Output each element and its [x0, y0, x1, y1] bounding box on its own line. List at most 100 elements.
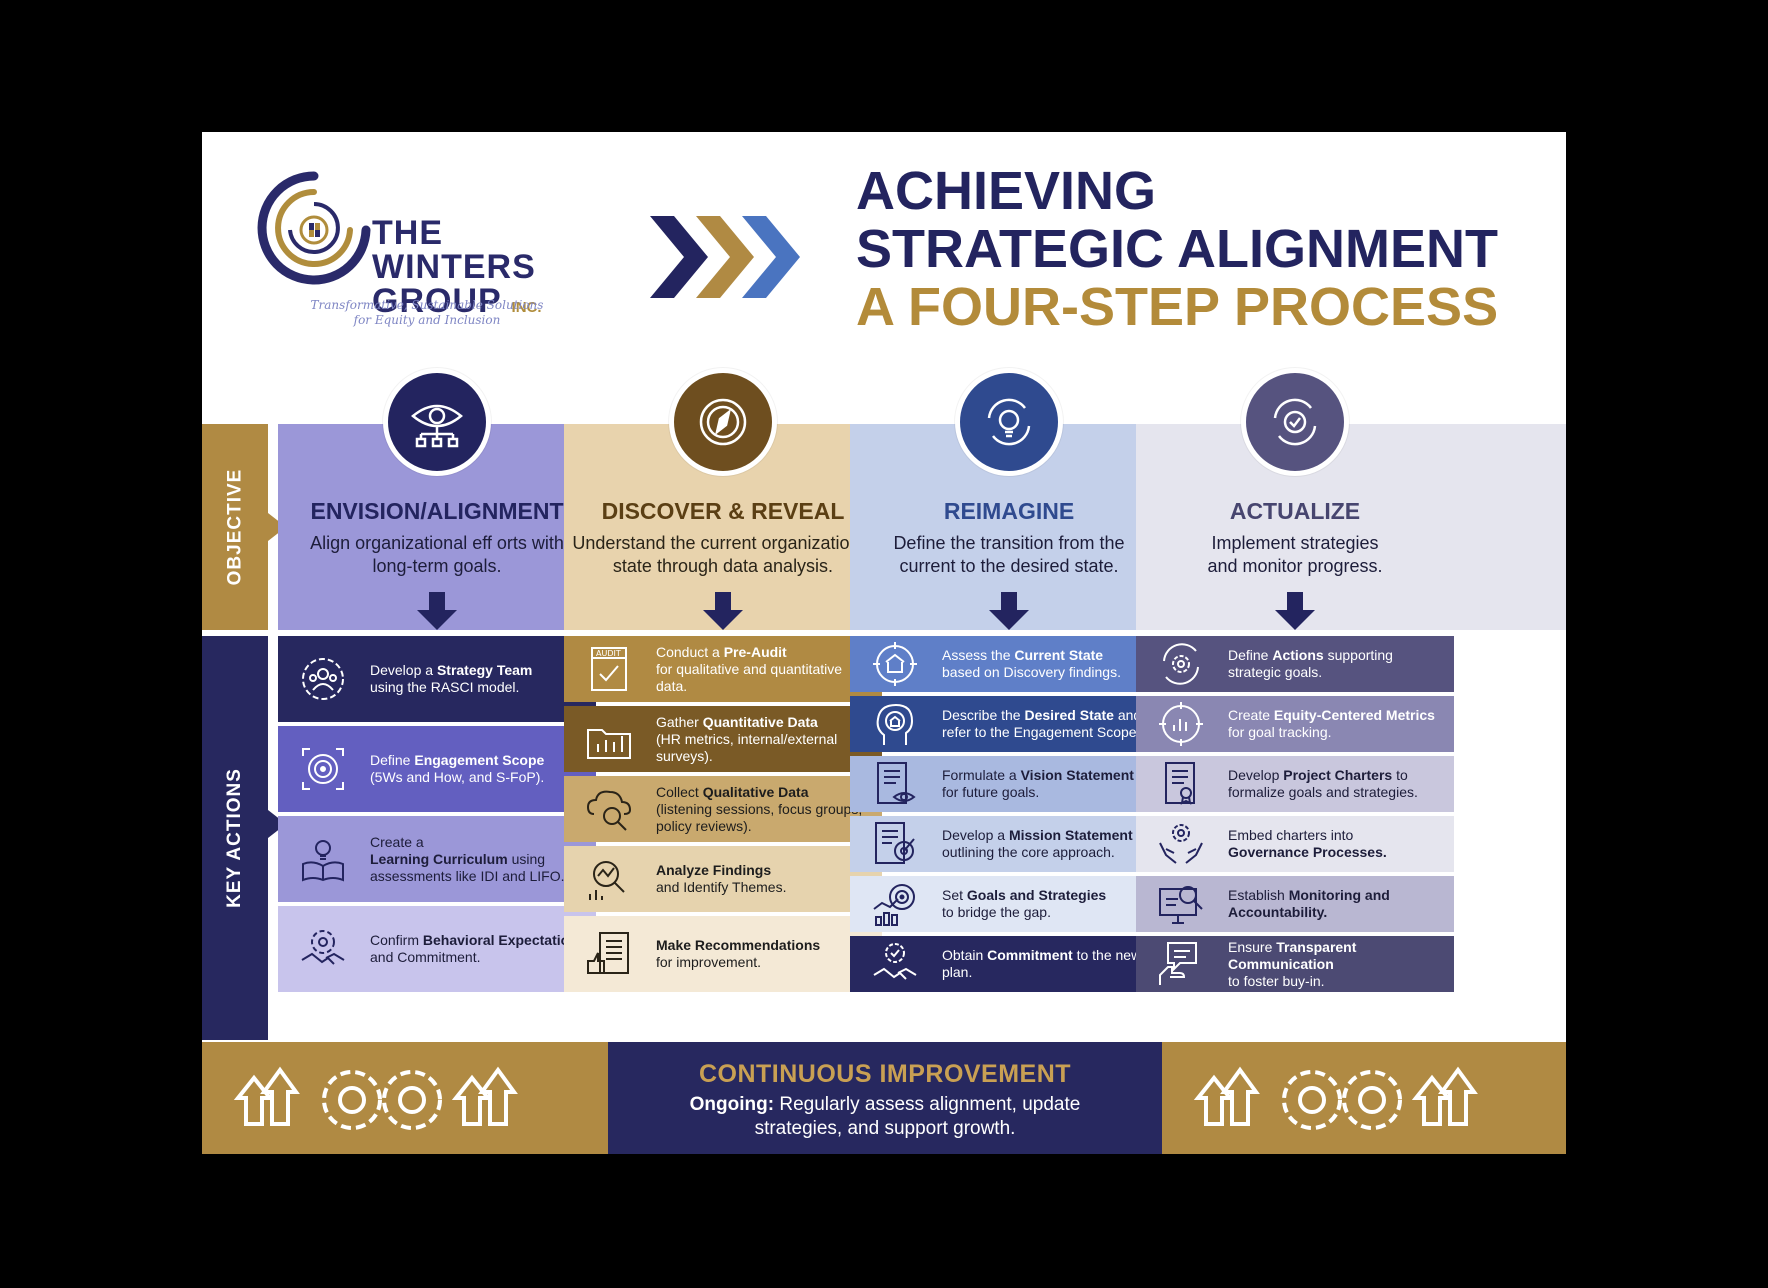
objective-desc: Define the transition from the current t… — [856, 532, 1162, 578]
column-actualize: ACTUALIZE Implement strategies and monit… — [1136, 368, 1566, 1040]
title-line-1: ACHIEVING — [856, 161, 1157, 221]
footer-left-panel — [202, 1042, 608, 1154]
column-envision: ENVISION/ALIGNMENT Align organizational … — [278, 368, 596, 1040]
logo: THE WINTERS GROUP INC. — [254, 168, 574, 318]
charter-icon — [1165, 762, 1195, 805]
compass-icon — [669, 368, 777, 476]
objective-reimagine: REIMAGINE Define the transition from the… — [850, 368, 1168, 630]
title-line-3: A FOUR-STEP PROCESS — [856, 277, 1499, 337]
team-gear-icon — [302, 658, 344, 700]
objective-desc-line-2: current to the desired state. — [899, 556, 1119, 576]
down-arrow-icon — [703, 592, 743, 630]
tagline-line-2: for Equity and Inclusion — [353, 313, 501, 327]
document-thumb-icon — [587, 932, 629, 974]
svg-text:AUDIT: AUDIT — [596, 649, 621, 658]
metrics-icon — [1159, 702, 1203, 746]
action-text: Define Engagement Scope(5Ws and How, and… — [370, 752, 545, 785]
footer-desc: Ongoing: Regularly assess alignment, upd… — [608, 1093, 1162, 1141]
action-row: Obtain Commitment to the new plan. — [850, 936, 1168, 992]
logo-tagline: Transformative, Sustainable Solutions fo… — [292, 298, 562, 328]
objective-envision: ENVISION/ALIGNMENT Align organizational … — [278, 368, 596, 630]
objective-desc: Implement strategies and monitor progres… — [1142, 532, 1448, 578]
objective-actualize: ACTUALIZE Implement strategies and monit… — [1136, 368, 1566, 630]
action-text: Obtain Commitment to the new plan. — [942, 947, 1142, 980]
bulb-cycle-icon — [955, 368, 1063, 476]
chevrons-icon — [650, 216, 800, 298]
objective-desc-line-1: Understand the current organizational — [572, 533, 874, 553]
eye-hierarchy-icon — [383, 368, 491, 476]
down-arrow-icon — [1275, 592, 1315, 630]
action-row: Gather Quantitative Data(HR metrics, int… — [564, 706, 882, 772]
down-arrow-icon — [989, 592, 1029, 630]
objective-desc-line-1: Define the transition from the — [893, 533, 1125, 553]
logo-line-3: GROUP — [372, 282, 502, 320]
handshake-check-icon — [873, 943, 917, 980]
building-target-icon — [873, 642, 917, 686]
action-text: Embed charters into Governance Processes… — [1228, 827, 1387, 860]
logo-line-1: THE — [372, 214, 443, 252]
objective-desc-line-2: state through data analysis. — [612, 556, 834, 576]
objective-title: ACTUALIZE — [1229, 498, 1361, 524]
monitor-search-icon — [1159, 886, 1203, 924]
objective-side-label: OBJECTIVE — [202, 424, 286, 630]
objective-title: ENVISION/ALIGNMENT — [310, 498, 564, 524]
gear-cycle-icon — [1163, 643, 1199, 685]
action-text: Create a Learning Curriculum using asses… — [370, 833, 565, 884]
book-bulb-icon — [302, 840, 344, 882]
footer-right-panel — [1162, 1042, 1566, 1154]
logo-wordmark: THE WINTERS GROUP INC. — [372, 216, 542, 325]
objective-desc-line-1: Implement strategies — [1211, 533, 1379, 553]
column-reimagine: REIMAGINE Define the transition from the… — [850, 368, 1168, 1040]
logo-inc: INC. — [511, 299, 542, 316]
action-row: Define Actions supporting strategic goal… — [1136, 636, 1454, 692]
action-text: Develop Project Charters to formalize go… — [1228, 767, 1418, 800]
action-row: Define Engagement Scope(5Ws and How, and… — [278, 726, 596, 812]
infographic-card: THE WINTERS GROUP INC. Transformative, S… — [202, 132, 1566, 1154]
column-discover: DISCOVER & REVEAL Understand the current… — [564, 368, 882, 1040]
cloud-search-icon — [586, 790, 632, 831]
analyze-icon — [589, 861, 625, 900]
cycle-check-icon — [1241, 368, 1349, 476]
action-row: Collect Qualitative Data(listening sessi… — [564, 776, 882, 842]
action-row: Embed charters into Governance Processes… — [1136, 816, 1454, 872]
action-text: Describe the Desired State and refer to … — [942, 707, 1142, 740]
folder-chart-icon — [587, 729, 631, 759]
head-building-icon — [876, 703, 914, 745]
action-text: Collect Qualitative Data(listening sessi… — [656, 783, 863, 834]
audit-icon: AUDIT — [591, 647, 627, 691]
logo-mark-icon — [257, 171, 371, 285]
continuous-improvement-panel: CONTINUOUS IMPROVEMENT Ongoing: Regularl… — [608, 1042, 1162, 1154]
arrows-gears-icon — [1193, 1066, 1478, 1130]
objective-desc-line-2: long-term goals. — [372, 556, 502, 576]
down-arrow-icon — [417, 592, 457, 630]
footer-title: CONTINUOUS IMPROVEMENT — [698, 1060, 1072, 1088]
action-row: Describe the Desired State and refer to … — [850, 696, 1168, 752]
logo-line-2: WINTERS — [372, 248, 536, 286]
key-actions-side-label: KEY ACTIONS — [202, 636, 286, 1040]
goal-chart-icon — [873, 884, 915, 926]
title-line-2: STRATEGIC ALIGNMENT — [856, 219, 1498, 279]
tagline-line-1: Transformative, Sustainable Solutions — [310, 298, 544, 312]
footer-desc-line-2: strategies, and support growth. — [754, 1118, 1016, 1139]
objective-discover: DISCOVER & REVEAL Understand the current… — [564, 368, 882, 630]
communication-icon — [1159, 942, 1197, 985]
key-actions-label: KEY ACTIONS — [224, 768, 245, 908]
